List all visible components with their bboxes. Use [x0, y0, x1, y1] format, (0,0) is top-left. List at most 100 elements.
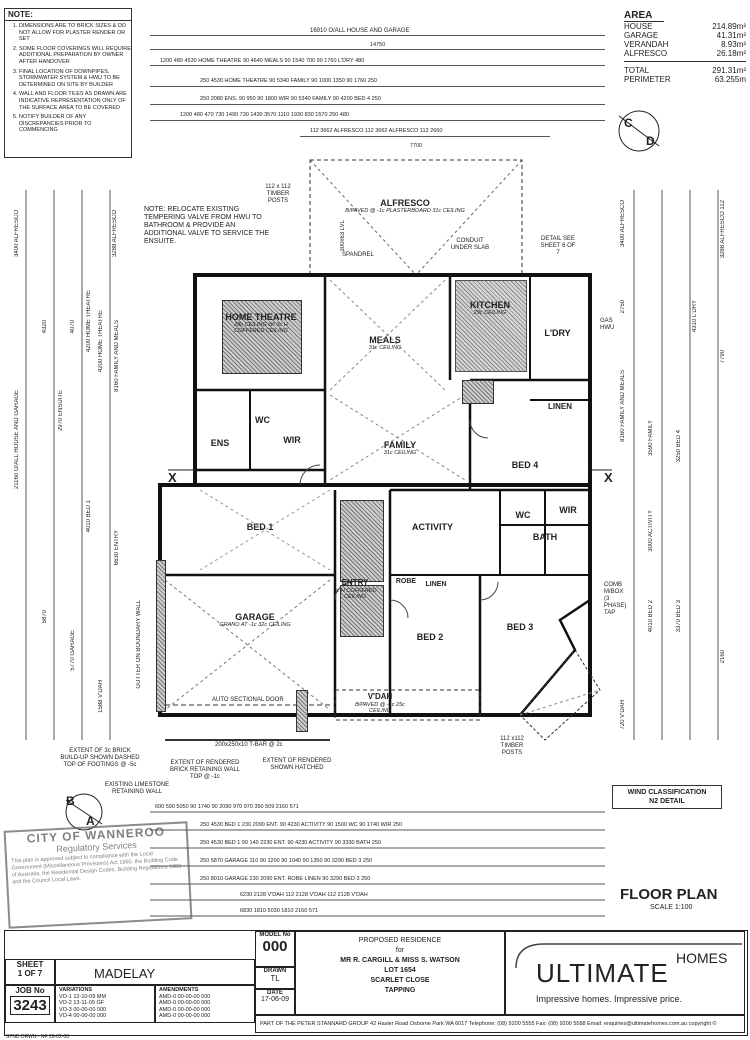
- area-value: 26.18m²: [716, 49, 746, 58]
- note-item: DIMENSIONS ARE TO BRICK SIZES & DO NOT A…: [19, 23, 131, 43]
- left-dim-lines: [25, 190, 111, 740]
- room-name: ROBE: [395, 578, 417, 585]
- gas-hwu-label: GAS HWU: [600, 318, 615, 331]
- dim-line: [150, 35, 605, 36]
- dim-line: [150, 120, 605, 121]
- plumbing-note: NOTE: RELOCATE EXISTING TEMPERING VALVE …: [144, 206, 270, 245]
- room-bed2: BED 2: [405, 632, 455, 642]
- wind-classification-box: WIND CLASSIFICATION N2 DETAIL: [612, 785, 722, 809]
- area-label: ALFRESCO: [624, 49, 668, 58]
- room-name: BED 2: [416, 632, 444, 642]
- dim-row: 6230 2128 V'DAH 112 2128 V'DAH 112 2128 …: [240, 892, 368, 898]
- room-wc: WC: [503, 510, 543, 520]
- dim-row: 250 8010 GARAGE 230 2090 ENT. ROBE LINEN…: [200, 876, 371, 882]
- room-name: LINEN: [425, 581, 447, 588]
- dim-row: 112 3662 ALFRESCO 112 3662 ALFRESCO 112 …: [310, 128, 443, 134]
- design-name: MADELAY: [55, 959, 255, 985]
- brick-pier: [296, 690, 308, 732]
- room-linen: LINEN: [421, 580, 451, 590]
- brand-suffix: HOMES: [676, 950, 728, 966]
- amendment-row: AMD-0 00-00-00 000: [159, 1000, 211, 1006]
- room-detail: 31c CEILING: [368, 345, 402, 351]
- amendment-row: AMD-0 00-00-00 000: [159, 1006, 211, 1013]
- marker-a: A: [86, 814, 95, 828]
- entry-lower-coffered: [340, 585, 384, 637]
- kitchen-tiles: [455, 280, 527, 372]
- dim-line: [150, 86, 605, 87]
- marker-b: B: [66, 794, 75, 808]
- council-approval-stamp: CITY OF WANNEROO Regulatory Services Thi…: [3, 821, 193, 929]
- boundary-wall-render: [156, 560, 166, 712]
- date-label: DATE: [267, 990, 283, 996]
- section-marker-cd: [618, 110, 660, 152]
- home-theatre-coffered-ceiling: [222, 300, 302, 374]
- area-value: 214.89m²: [712, 22, 746, 31]
- room-laundry: L'DRY: [530, 328, 585, 338]
- variations-cell: VARIATIONS VO-1 12-10-09 MM VO-2 13-11-0…: [55, 985, 155, 1023]
- area-value: 41.31m²: [716, 31, 746, 40]
- area-label: GARAGE: [624, 31, 659, 40]
- dim-line: [150, 65, 605, 66]
- street-name: SCARLET CLOSE: [370, 977, 430, 984]
- room-detail: 31c CEILING: [383, 450, 417, 456]
- model-value: 000: [262, 938, 288, 955]
- marker-c: C: [624, 116, 633, 130]
- dim-row: 14750: [370, 42, 386, 48]
- amendment-row: AMD-0 00-00-00 000: [159, 993, 211, 1000]
- note-item: SOME FLOOR COVERINGS WILL REQUIRE ADDITI…: [19, 46, 131, 66]
- area-value: 63.255m: [714, 75, 746, 84]
- timber-posts-top-label: 112 x 112 TIMBER POSTS: [265, 184, 291, 204]
- dim-row: 600 590 5050 90 1740 90 2090 970 970 350…: [155, 804, 299, 810]
- suburb-name: TAPPING: [384, 987, 416, 994]
- room-ensuite: ENS: [200, 438, 240, 448]
- lot-number: LOT 1654: [384, 967, 416, 974]
- detail-label: DETAIL SEE SHEET 6 OF 7: [540, 236, 576, 256]
- dim-row: 250 2080 ENS. 90 950 90 1800 WIR 90 5340…: [200, 96, 381, 102]
- room-activity: ACTIVITY: [400, 522, 465, 532]
- date-cell: DATE 17-06-09: [255, 989, 295, 1015]
- brand-logo-frame: [515, 943, 742, 969]
- lvl-beam-label: 300x63 LVL: [340, 220, 346, 252]
- project-cell: PROPOSED RESIDENCE for MR R. CARGILL & M…: [295, 931, 505, 1015]
- rendered-hatched-label: EXTENT OF RENDERED SHOWN HATCHED: [262, 758, 332, 771]
- dim-row: 1200 480 470 730 1490 730 1430 3570 1110…: [180, 112, 349, 118]
- right-dim-lines: [633, 190, 719, 740]
- dim-row: 1200 480 4530 HOME THEATRE 90 4640 MEALS…: [160, 58, 365, 64]
- drawn-label: DRAWN: [263, 968, 287, 974]
- timber-posts-bottom-label: 112 x112 TIMBER POSTS: [500, 736, 524, 756]
- room-name: ACTIVITY: [411, 522, 453, 532]
- family-plinth: [462, 380, 494, 404]
- room-ensuite-wir: WIR: [262, 435, 322, 445]
- room-name: L'DRY: [544, 328, 571, 338]
- company-footer: PART OF THE PETER STANNARD GROUP 42 Hasl…: [255, 1015, 745, 1033]
- notes-list: DIMENSIONS ARE TO BRICK SIZES & DO NOT A…: [5, 23, 131, 134]
- brand-tagline: Impressive homes. Impressive price.: [536, 994, 683, 1004]
- room-detail: 3c H COFFERED CEILING: [333, 588, 377, 600]
- drawn-value: TL: [270, 974, 280, 983]
- variation-row: VO-3 00-00-00 000: [59, 1006, 107, 1013]
- marker-d: D: [646, 134, 655, 148]
- dim-row: 250 4530 BED 1 90 140 2230 ENT. 90 4230 …: [200, 840, 382, 846]
- gutter-label: GUTTER ON BOUNDARY WALL: [136, 600, 142, 689]
- spandrel-label: SPANDREL: [342, 252, 374, 258]
- area-label: VERANDAH: [624, 40, 669, 49]
- room-name: ENTRY: [341, 578, 369, 587]
- sheet-value: 1 OF 7: [17, 969, 43, 978]
- room-name: WC: [255, 415, 270, 425]
- for-label: for: [395, 947, 405, 954]
- notes-box: NOTE: DIMENSIONS ARE TO BRICK SIZES & DO…: [4, 8, 132, 158]
- room-wir: WIR: [548, 505, 588, 515]
- brick-buildup-label: EXTENT OF 3c BRICK BUILD-UP SHOWN DASHED…: [60, 748, 140, 768]
- room-name: LINEN: [548, 402, 572, 411]
- notes-heading: NOTE:: [5, 9, 131, 21]
